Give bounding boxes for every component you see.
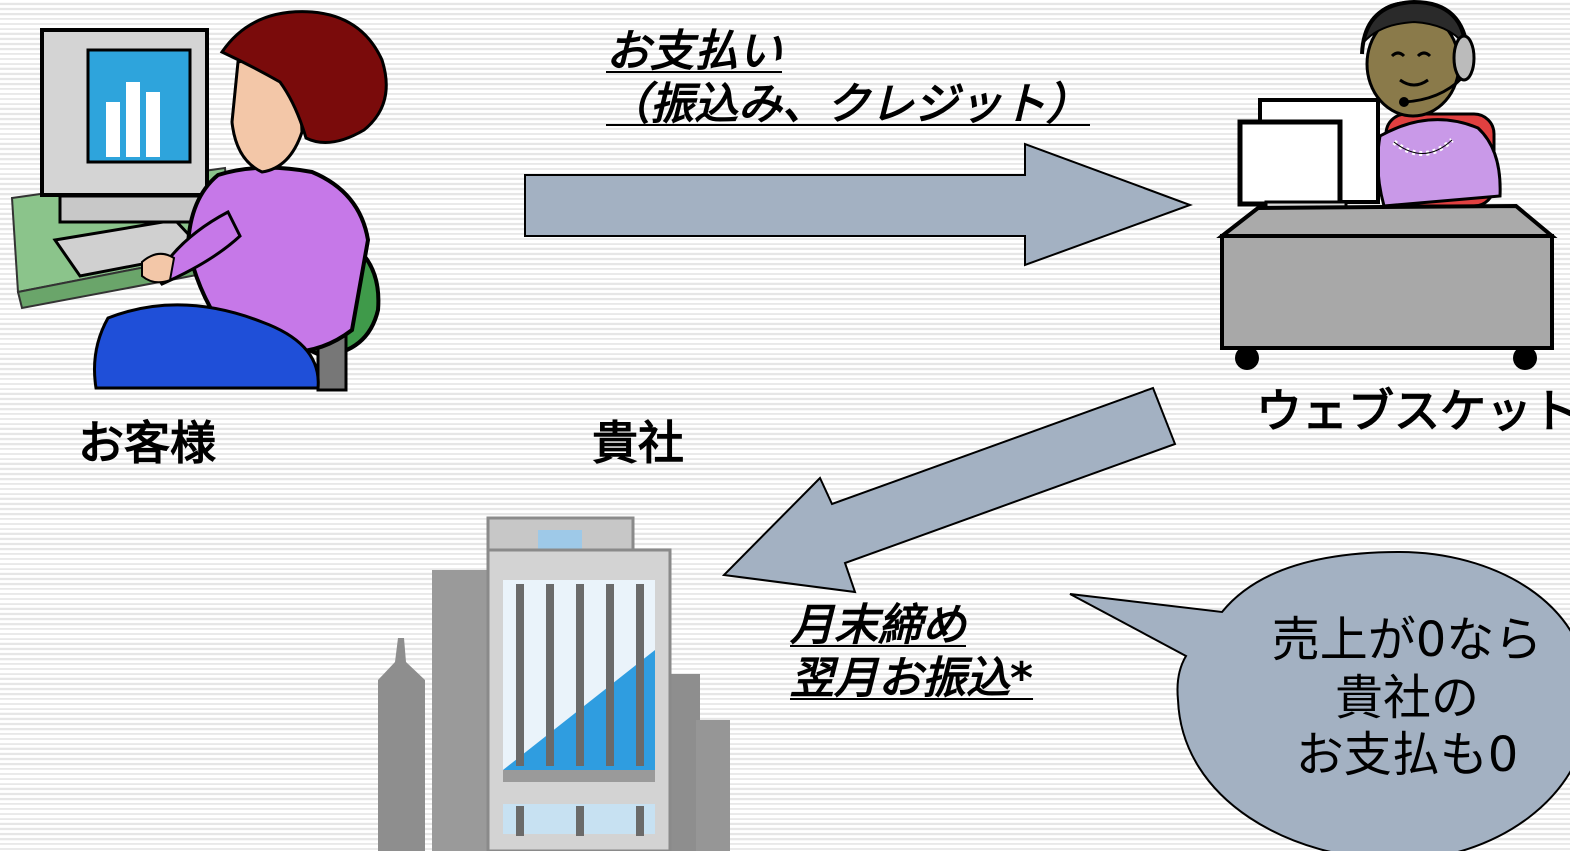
note-line3: お支払も0	[1295, 727, 1519, 784]
payment-flow-label: お支払い （振込み、クレジット）	[606, 26, 1090, 132]
payment-flow-line2: （振込み、クレジット）	[606, 78, 1090, 130]
company-label: 貴社	[592, 416, 684, 470]
settlement-flow-line2: 翌月お振込*	[790, 652, 1034, 704]
customer-label: お客様	[78, 416, 216, 470]
note-line2: 貴社の	[1334, 669, 1479, 726]
settlement-flow-line1: 月末締め	[790, 600, 966, 651]
note-bubble-text: 売上が0なら 貴社の お支払も0	[1248, 612, 1566, 785]
note-line1: 売上が0なら	[1271, 612, 1543, 668]
websket-label: ウェブスケット	[1256, 384, 1570, 438]
payment-flow-line1: お支払い	[606, 26, 782, 77]
settlement-flow-label: 月末締め 翌月お振込*	[790, 600, 1033, 706]
